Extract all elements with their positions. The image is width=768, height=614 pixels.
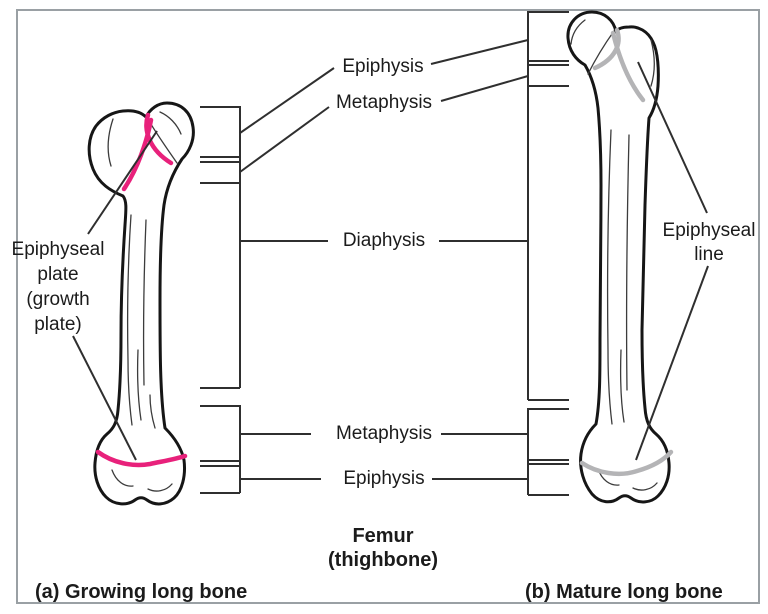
growing-bone-outline — [87, 101, 195, 506]
callout-epiphyseal-line: Epiphyseal line — [663, 219, 756, 267]
figure-title-line1: Femur — [352, 525, 414, 547]
callout-epiphyseal-plate: Epiphyseal plate (growth plate) — [12, 237, 105, 337]
callout-epiphyseal-plate-line2: plate — [37, 264, 79, 285]
label-metaphysis-top: Metaphysis — [335, 92, 433, 113]
epiphyseal-line-leader-lower — [635, 265, 709, 461]
callout-epiphyseal-plate-line1: Epiphyseal — [11, 239, 105, 260]
label-epiphysis-bottom: Epiphysis — [343, 468, 425, 489]
figure-title-line2: (thighbone) — [328, 549, 438, 571]
caption-mature-long-bone: (b) Mature long bone — [525, 581, 723, 603]
epiphyseal-line-distal — [579, 449, 674, 476]
mature-bone-sketch-lines — [570, 19, 658, 491]
epiphyseal-line-proximal-trochanter — [610, 30, 646, 103]
callout-epiphyseal-line-line2: line — [694, 244, 724, 265]
caption-growing-long-bone: (a) Growing long bone — [35, 581, 248, 603]
label-epiphysis-top: Epiphysis — [342, 56, 424, 77]
epiphysis-top-connector-right — [430, 39, 529, 65]
metaphysis-top-connector-left — [239, 106, 330, 173]
mature-long-bone-illustration — [566, 10, 674, 504]
epiphyseal-line-leader-upper — [637, 61, 708, 214]
right-region-bracket — [527, 11, 569, 496]
figure-title: Femur (thighbone) — [328, 524, 438, 572]
left-region-bracket — [200, 106, 241, 494]
label-diaphysis: Diaphysis — [342, 230, 426, 251]
epiphyseal-plate-leader-upper — [87, 130, 158, 235]
callout-epiphyseal-line-line1: Epiphyseal — [662, 220, 756, 241]
epiphyseal-plate-leader-lower — [72, 335, 137, 461]
metaphysis-top-connector-right — [440, 75, 529, 102]
callout-epiphyseal-plate-line3: (growth — [26, 289, 90, 310]
callout-epiphyseal-plate-line4: plate) — [34, 314, 82, 335]
growing-bone-sketch-lines — [107, 111, 182, 492]
epiphyseal-line-proximal-head — [592, 27, 621, 71]
epiphyseal-plate-distal — [95, 449, 188, 468]
label-metaphysis-bottom: Metaphysis — [335, 423, 433, 444]
mature-bone-outline — [566, 10, 671, 504]
epiphysis-top-connector-left — [239, 67, 335, 134]
